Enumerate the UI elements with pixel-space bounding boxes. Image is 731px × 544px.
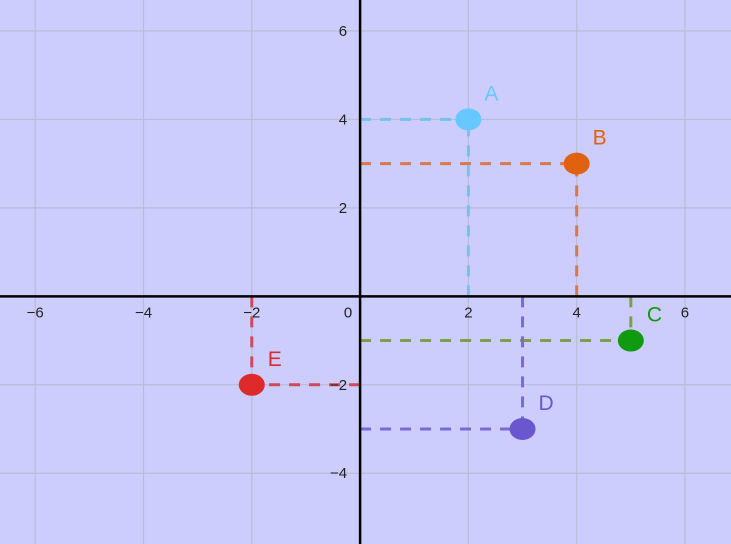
x-tick-label: −2	[243, 304, 260, 321]
point-d	[509, 418, 536, 441]
x-tick-label: 0	[344, 304, 352, 321]
y-tick-label: 6	[339, 23, 347, 40]
x-tick-label: −4	[135, 304, 152, 321]
projection-lines	[250, 117, 633, 431]
point-label-a: A	[484, 82, 498, 105]
y-tick-label: −2	[330, 377, 347, 394]
points: A B C D E	[238, 82, 662, 441]
point-b	[563, 152, 590, 175]
y-tick-label: −4	[330, 465, 347, 482]
x-tick-label: 4	[573, 304, 581, 321]
point-a	[455, 108, 482, 131]
point-c	[617, 329, 644, 352]
point-label-c: C	[647, 304, 662, 327]
point-e	[238, 373, 265, 396]
tick-labels: −6 −4 −2 0 2 4 6 −4 −2 2 4 6	[27, 23, 690, 482]
point-label-d: D	[539, 392, 554, 415]
y-tick-label: 2	[339, 200, 347, 217]
point-label-e: E	[268, 348, 282, 371]
x-tick-label: 6	[681, 304, 689, 321]
x-tick-label: −6	[27, 304, 44, 321]
x-tick-label: 2	[464, 304, 472, 321]
y-tick-label: 4	[339, 111, 347, 128]
point-label-b: B	[593, 127, 607, 150]
